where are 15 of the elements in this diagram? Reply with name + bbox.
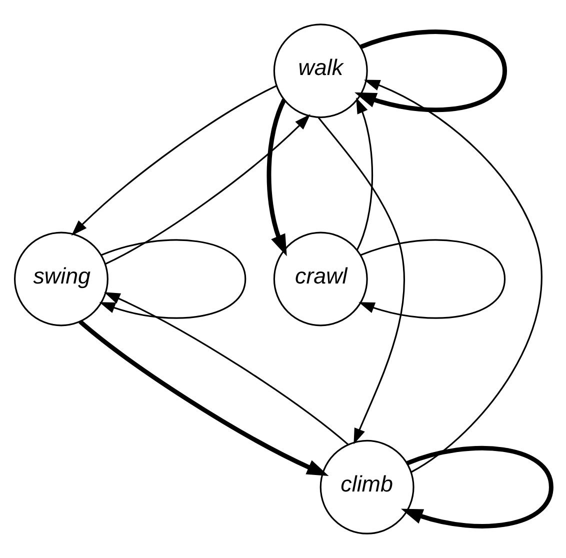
arrow <box>364 80 542 473</box>
arrow <box>358 239 506 319</box>
node-circle: crawl <box>273 232 368 326</box>
arrow <box>99 239 246 319</box>
arrow <box>78 320 329 476</box>
arrow <box>356 97 374 250</box>
arrow <box>71 85 277 236</box>
arrow <box>354 30 508 112</box>
arrow <box>318 117 406 444</box>
arrow <box>105 114 310 265</box>
node-circle: swing <box>14 232 108 326</box>
arrow <box>104 292 349 446</box>
arrow <box>400 446 554 528</box>
arrow <box>266 98 287 256</box>
node-circle: climb <box>320 440 414 534</box>
